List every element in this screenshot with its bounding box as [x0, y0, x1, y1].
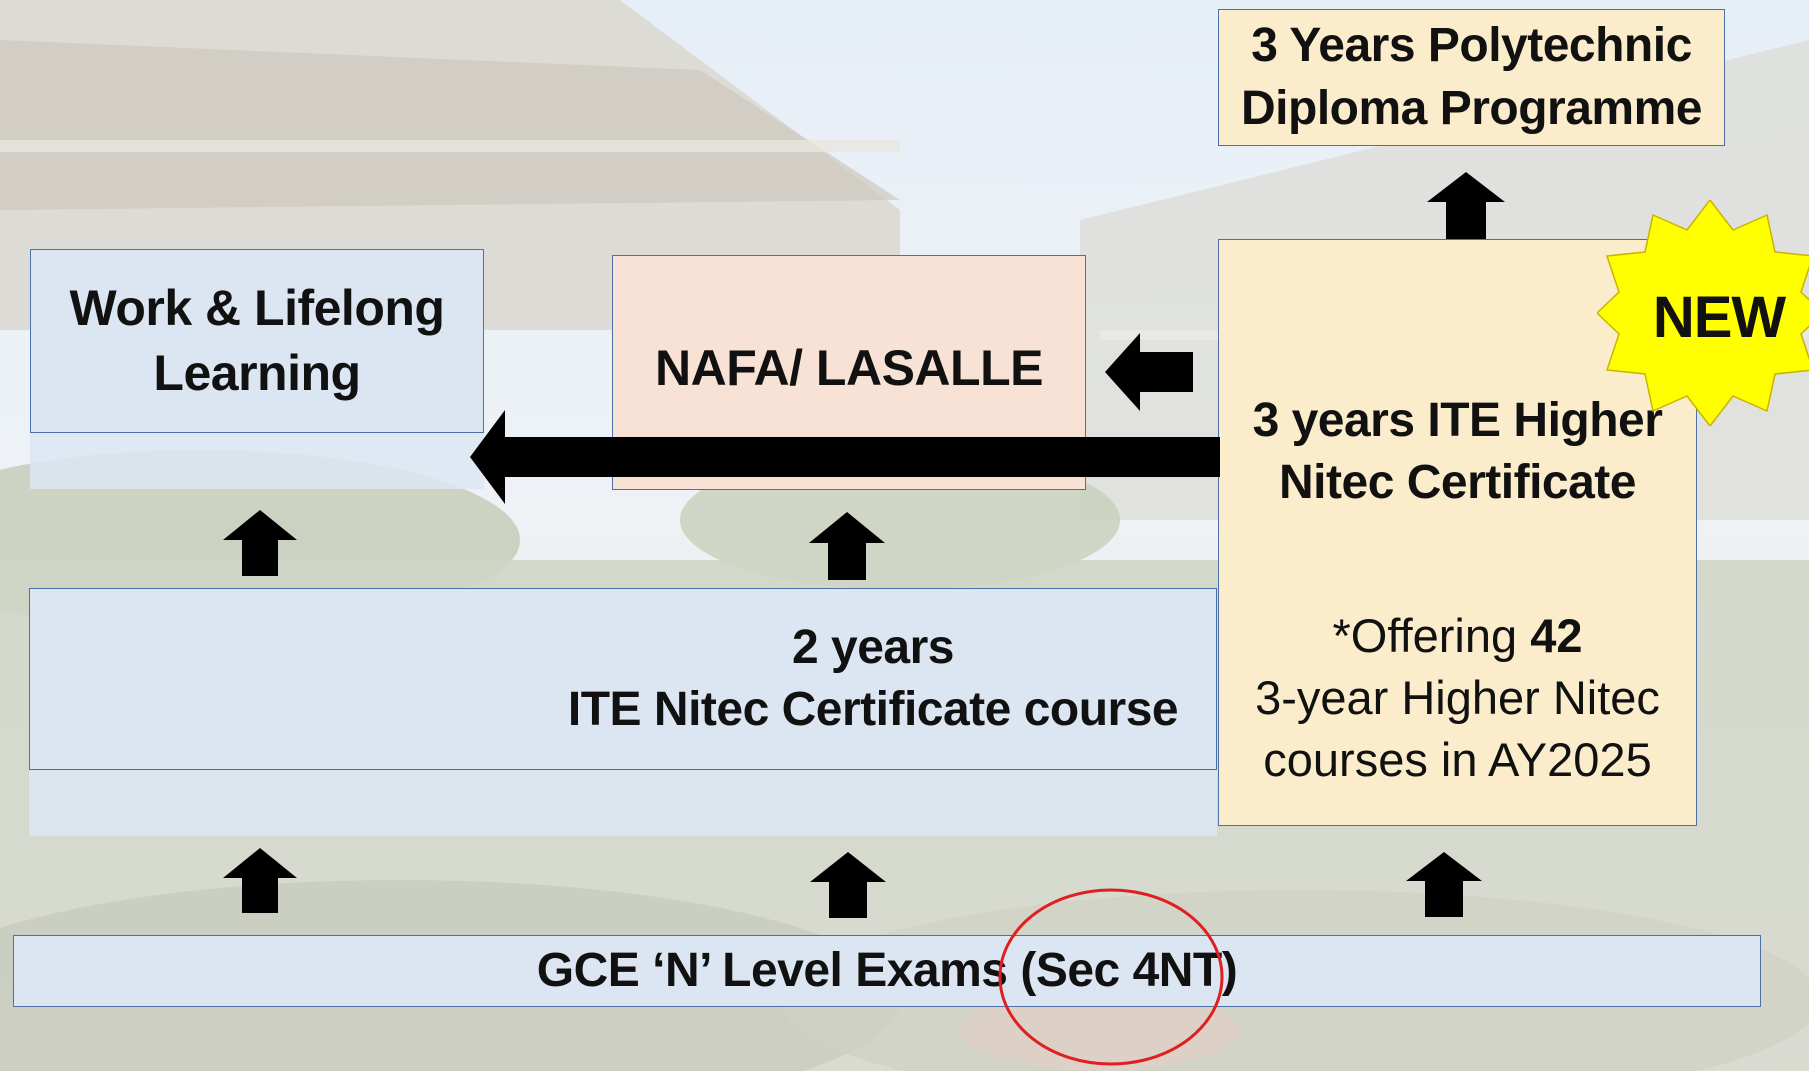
- nafa-lasalle-label: NAFA/ LASALLE: [655, 340, 1043, 396]
- offering-line-1: *Offering 42: [1255, 605, 1660, 667]
- long-left-arrow-icon: [470, 410, 1220, 504]
- nitec-line-2: ITE Nitec Certificate course: [567, 683, 1179, 736]
- up-arrow-gce-right-icon: [1406, 852, 1482, 917]
- nitec-box-shade: [29, 770, 1217, 836]
- offering-note: *Offering 42 3-year Higher Nitec courses…: [1255, 605, 1660, 791]
- higher-nitec-line-2: Nitec Certificate: [1279, 456, 1636, 510]
- circle-highlight-icon: [998, 888, 1224, 1066]
- offering-line-3: courses in AY2025: [1263, 732, 1652, 786]
- gce-n-level-label: GCE ‘N’ Level Exams (Sec 4NT): [536, 943, 1238, 997]
- polytechnic-line-1: 3 Years Polytechnic: [1251, 19, 1692, 73]
- work-line-1: Work & Lifelong: [69, 280, 445, 336]
- higher-nitec-certificate-box: 3 years ITE Higher Nitec Certificate *Of…: [1218, 239, 1697, 826]
- short-left-arrow-icon: [1105, 333, 1193, 411]
- offering-prefix: *Offering: [1332, 608, 1531, 662]
- gce-n-level-box: GCE ‘N’ Level Exams (Sec 4NT): [13, 935, 1761, 1007]
- polytechnic-diploma-box: 3 Years Polytechnic Diploma Programme: [1218, 9, 1725, 146]
- up-arrow-gce-middle-icon: [810, 852, 886, 918]
- up-arrow-nafa-icon: [809, 512, 885, 580]
- offering-count: 42: [1530, 608, 1583, 662]
- nitec-line-1: 2 years: [792, 620, 955, 674]
- higher-nitec-line-1: 3 years ITE Higher: [1252, 394, 1663, 447]
- work-line-2: Learning: [153, 345, 361, 401]
- polytechnic-line-2: Diploma Programme: [1241, 81, 1702, 135]
- up-arrow-polytechnic-icon: [1427, 172, 1505, 239]
- work-lifelong-learning-box: Work & Lifelong Learning: [30, 249, 484, 433]
- up-arrow-work-icon: [223, 510, 297, 576]
- nitec-certificate-box: 2 years ITE Nitec Certificate course: [29, 588, 1217, 770]
- starburst-icon: [1597, 200, 1809, 426]
- up-arrow-gce-left-icon: [223, 848, 297, 913]
- new-badge-label: NEW: [1652, 284, 1786, 350]
- offering-line-2: 3-year Higher Nitec: [1255, 670, 1660, 724]
- work-box-shade: [30, 433, 484, 489]
